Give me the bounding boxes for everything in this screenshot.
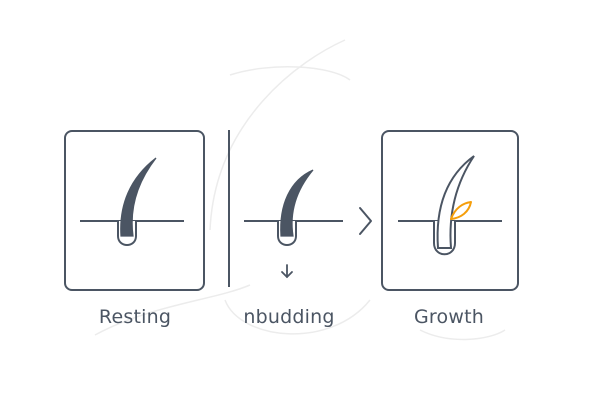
stage-label-resting: Resting: [98, 306, 172, 328]
stage-frame: [381, 130, 519, 291]
bg-arc: [229, 66, 351, 81]
new-growth-bud: [450, 201, 472, 220]
hair-strand: [120, 157, 157, 237]
arrow-down-icon: [281, 264, 293, 279]
stage-frame: [64, 130, 205, 291]
hair-strand: [280, 169, 314, 237]
stage-label-nbudding: nbudding: [243, 306, 335, 328]
bg-arc: [209, 39, 346, 231]
bg-arc: [419, 329, 506, 341]
stage-resting: [64, 130, 205, 291]
stage-label-growth: Growth: [414, 306, 484, 328]
chevron-right-icon: [359, 207, 372, 235]
bg-arc: [224, 299, 371, 335]
bg-arc: [94, 284, 251, 336]
hair-strand: [436, 155, 475, 249]
stage-nbudding: [244, 169, 343, 279]
stage-growth: [381, 130, 519, 291]
